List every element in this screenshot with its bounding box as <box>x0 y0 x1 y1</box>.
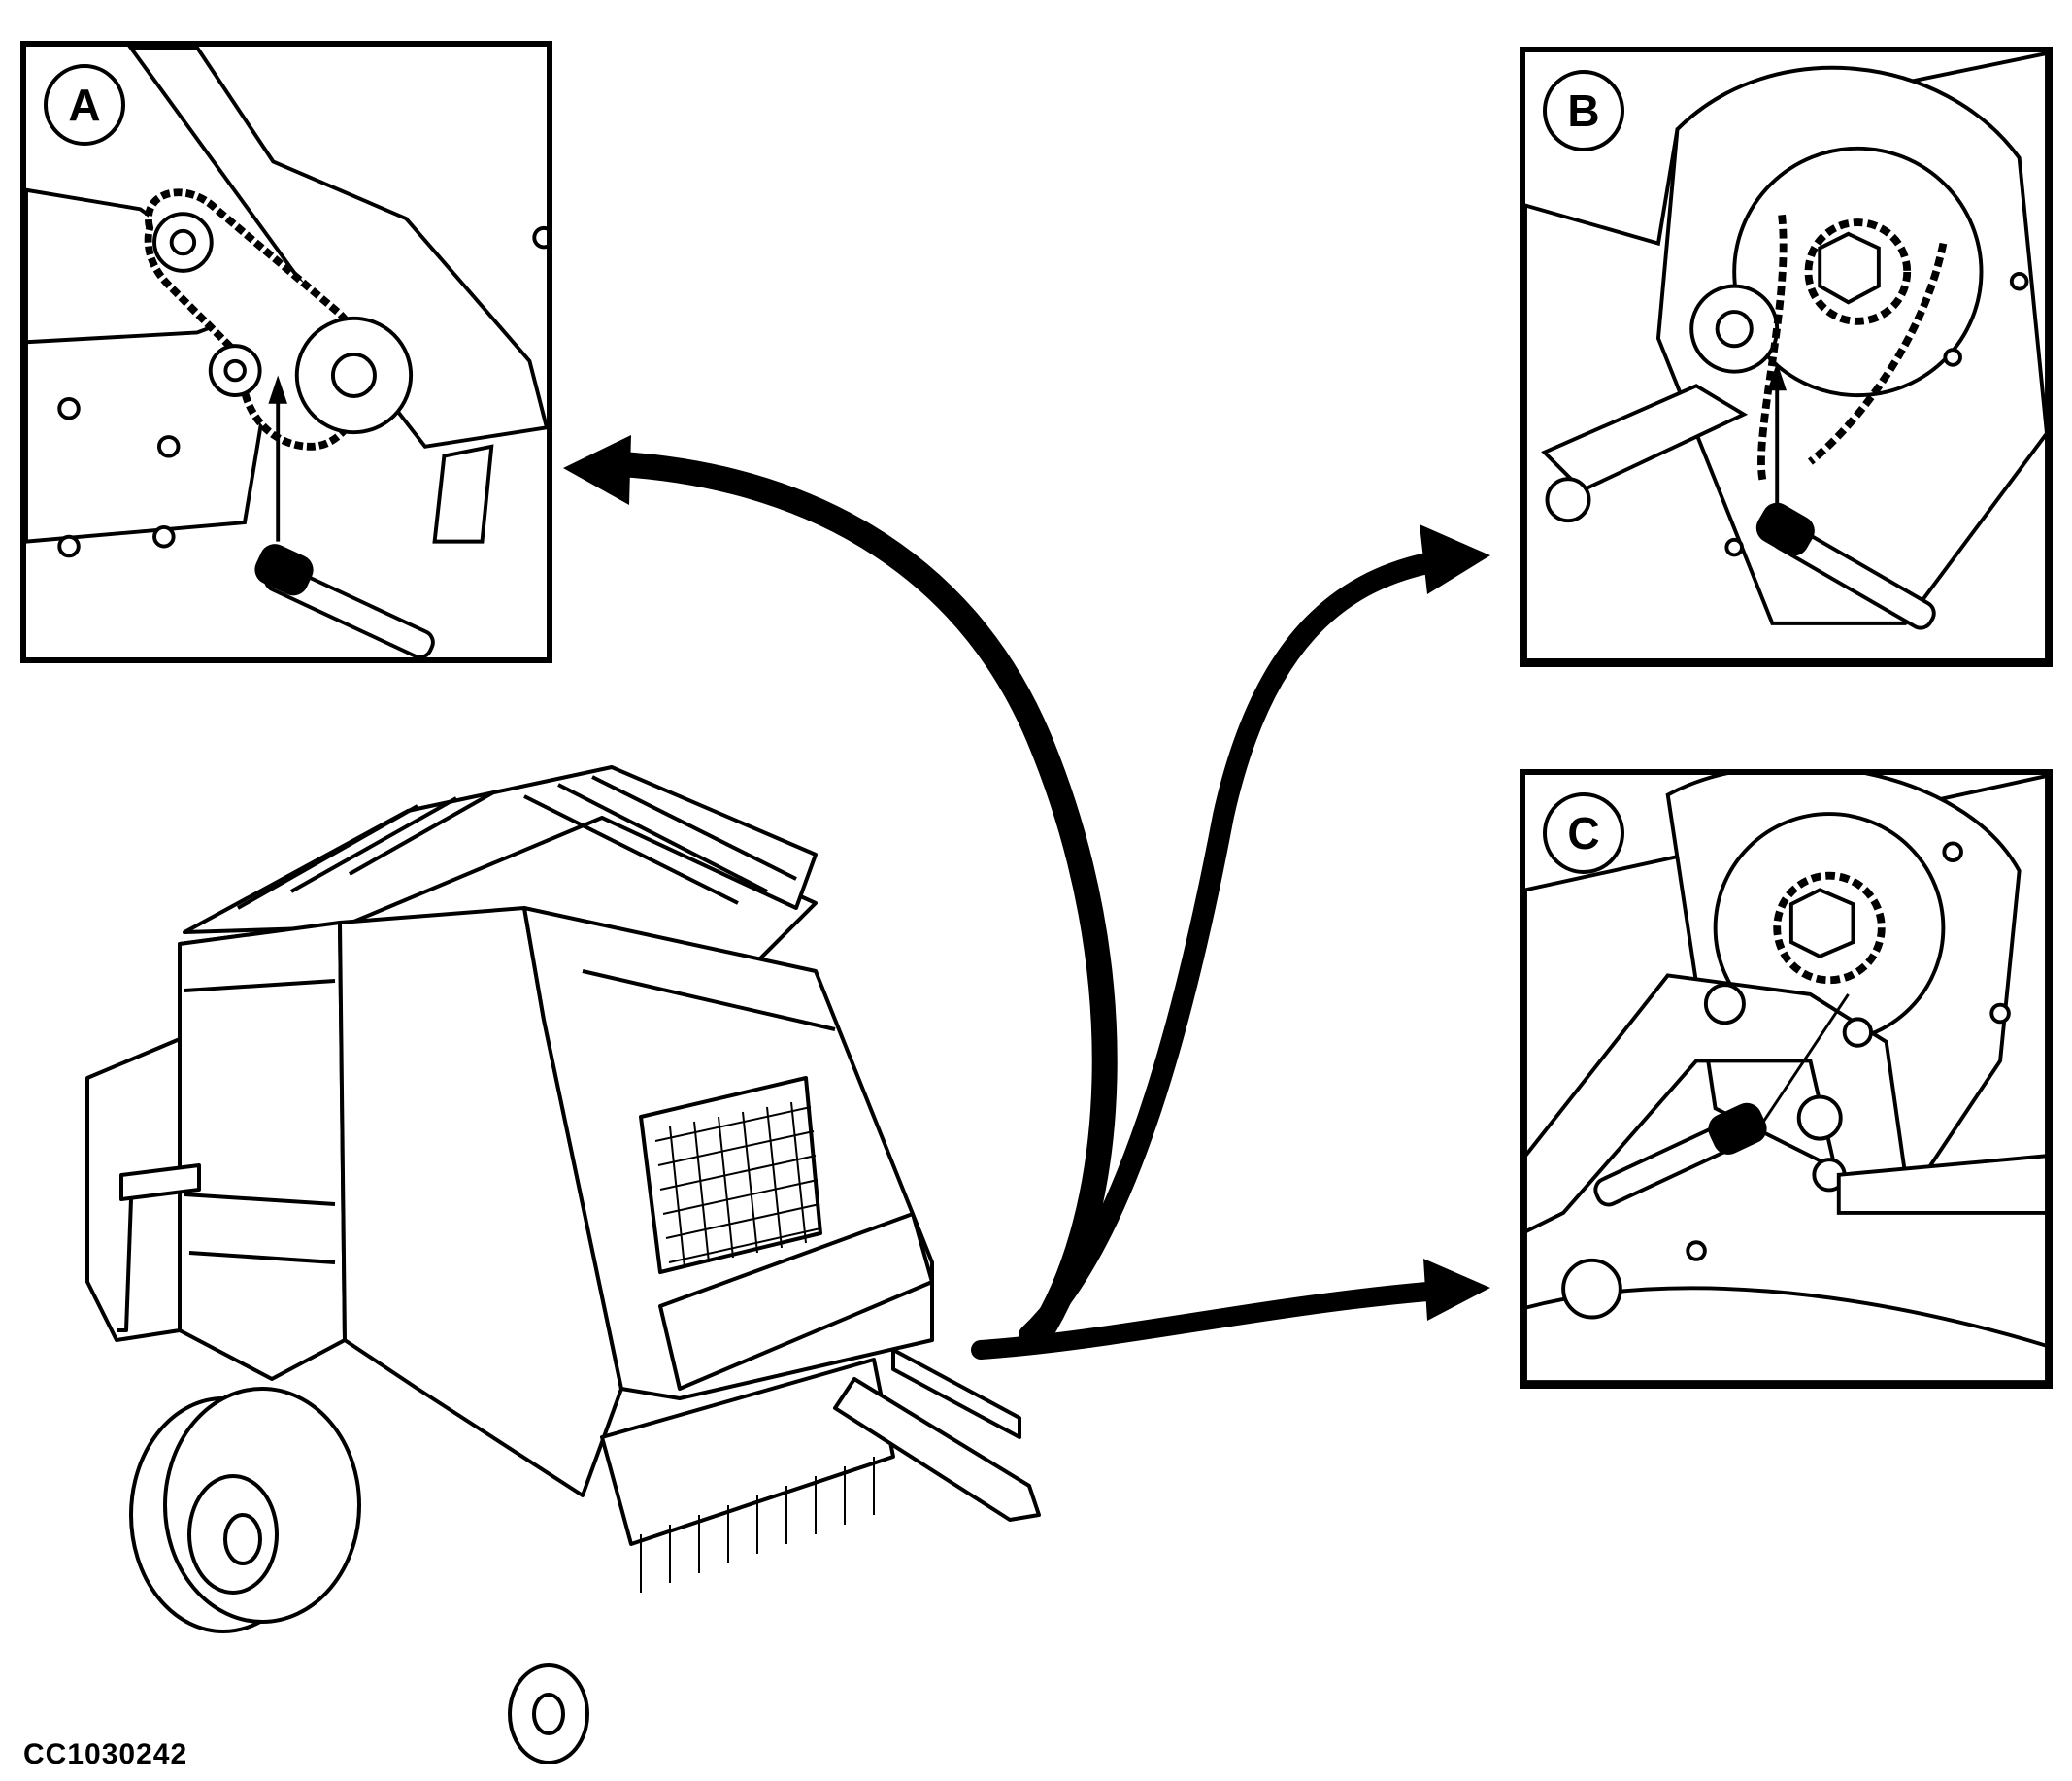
chain-sprocket-detail-a <box>26 47 547 657</box>
panel-b-badge: B <box>1543 70 1624 151</box>
detail-panel-b: B <box>1520 47 2053 667</box>
detail-panel-c: C <box>1520 769 2053 1389</box>
chain-sprocket-detail-b <box>1525 52 2047 661</box>
lubrication-brush <box>254 544 435 657</box>
chain-sprocket-detail-c <box>1525 775 2047 1383</box>
callout-arrow-c <box>971 1259 1490 1360</box>
callout-arrow-a <box>563 435 1118 1348</box>
panel-a-badge: A <box>44 64 125 146</box>
panel-c-badge: C <box>1543 792 1624 874</box>
callout-arrow-b <box>1019 524 1490 1346</box>
lubrication-brush <box>1755 502 1936 630</box>
round-baler-illustration <box>85 765 1041 1764</box>
lubrication-brush <box>1593 1102 1767 1207</box>
detail-panel-a: A <box>20 41 552 663</box>
figure-id-label: CC1030242 <box>23 1738 188 1770</box>
